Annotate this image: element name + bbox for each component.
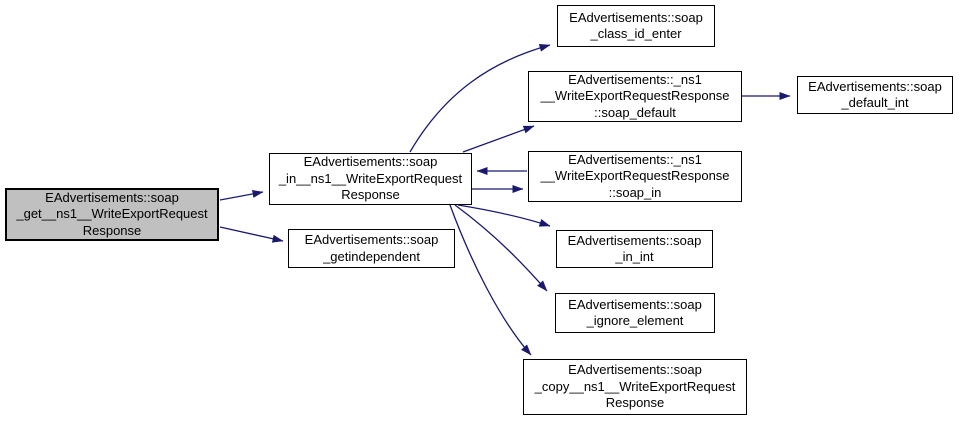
edge-soap-in-to-ignore-element xyxy=(454,204,548,292)
node-soap-default-int[interactable]: EAdvertisements::soap _default_int xyxy=(797,76,953,114)
node-soap-ignore-element[interactable]: EAdvertisements::soap _ignore_element xyxy=(555,293,715,333)
edge-soap-get-to-getindependent xyxy=(219,226,284,243)
node-soap-in-ns1-writeexportrequestresponse[interactable]: EAdvertisements::soap _in__ns1__WriteExp… xyxy=(269,153,472,205)
edge-soap-in-to-in-int xyxy=(457,204,551,227)
node-soap-getindependent[interactable]: EAdvertisements::soap _getindependent xyxy=(288,229,455,268)
node-soap-in-int[interactable]: EAdvertisements::soap _in_int xyxy=(556,230,713,268)
node-soap-copy-ns1-writeexportrequestresponse[interactable]: EAdvertisements::soap _copy__ns1__WriteE… xyxy=(523,359,747,415)
node-soap-class-id-enter[interactable]: EAdvertisements::soap _class_id_enter xyxy=(557,5,715,47)
edge-soap-in-to-soap-copy xyxy=(449,204,532,356)
edge-soap-in-to-soap-default xyxy=(462,125,535,153)
edge-soap-get-to-soap-in xyxy=(219,189,264,201)
node-soap-get-ns1-writeexportrequestresponse: EAdvertisements::soap _get__ns1__WriteEx… xyxy=(5,188,219,241)
node-writeexportrequestresponse-soap-default[interactable]: EAdvertisements::_ns1 __WriteExportReque… xyxy=(528,71,742,122)
node-writeexportrequestresponse-soap-in[interactable]: EAdvertisements::_ns1 __WriteExportReque… xyxy=(528,151,742,202)
